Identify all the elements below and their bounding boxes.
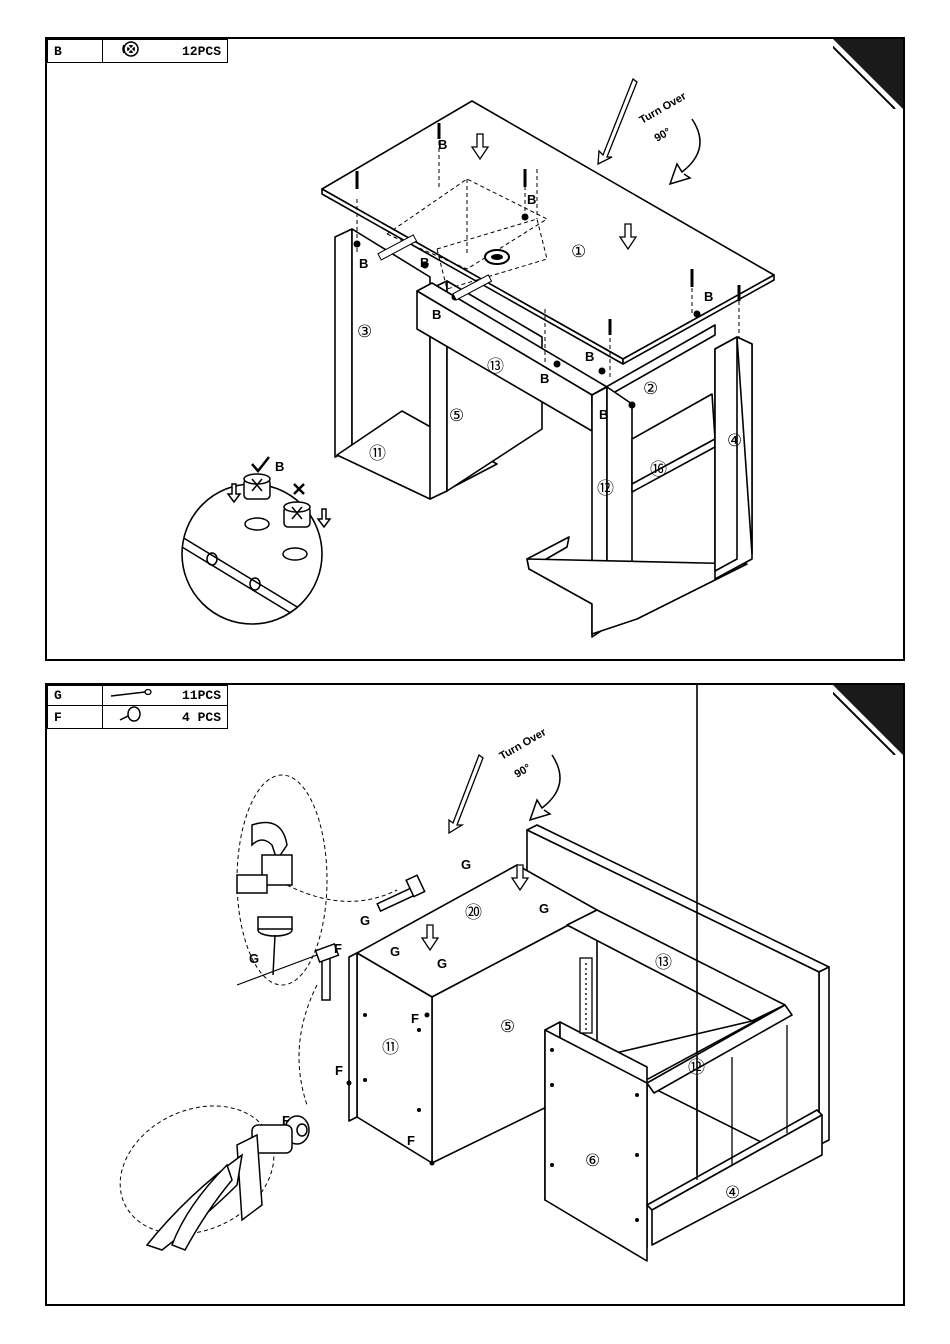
label-g: G xyxy=(360,913,370,928)
part-number-1: ① xyxy=(571,242,586,262)
turn-over-label: Turn Over xyxy=(638,90,689,127)
label-g: G xyxy=(539,901,549,916)
part-number-5: ⑤ xyxy=(449,406,464,426)
label-g: G xyxy=(390,944,400,959)
turn-angle-label: 90° xyxy=(653,126,673,145)
assembly-step-1: B 12PCS xyxy=(45,37,905,661)
part-number-12: ⑫ xyxy=(688,1058,705,1078)
incorrect-cross-icon xyxy=(294,484,304,494)
label-f: F xyxy=(282,1113,290,1128)
label-g: G xyxy=(437,956,447,971)
step-2-drawing: Turn Over 90° xyxy=(47,685,903,1304)
part-number-2: ② xyxy=(643,379,658,399)
cam-lock-detail: B xyxy=(177,457,330,629)
label-b: B xyxy=(527,192,536,207)
label-b: B xyxy=(438,137,447,152)
label-b: B xyxy=(432,307,441,322)
part-number-6: ⑥ xyxy=(585,1151,600,1171)
assembly-step-2: G 11PCS F 4 PCS xyxy=(45,683,905,1306)
part-number-20: ⑳ xyxy=(465,903,482,923)
rotate-arrow-icon xyxy=(530,755,560,820)
rotate-arrow-icon xyxy=(670,119,700,184)
part-number-13: ⑬ xyxy=(655,953,672,973)
label-b: B xyxy=(540,371,549,386)
part-number-3: ③ xyxy=(357,322,372,342)
part-number-16: ⑯ xyxy=(650,460,667,480)
label-f: F xyxy=(407,1133,415,1148)
part-number-11: ⑪ xyxy=(369,444,386,464)
correct-check-icon xyxy=(252,457,269,471)
label-g: G xyxy=(249,951,259,966)
label-f: F xyxy=(411,1011,419,1026)
label-f: F xyxy=(334,941,342,956)
part-number-13: ⑬ xyxy=(487,357,504,377)
label-b: B xyxy=(420,255,429,270)
label-b: B xyxy=(585,349,594,364)
label-f: F xyxy=(335,1063,343,1078)
label-b: B xyxy=(275,459,284,474)
label-b: B xyxy=(704,289,713,304)
turn-over-label: Turn Over xyxy=(498,726,549,763)
label-b: B xyxy=(359,256,368,271)
label-b: B xyxy=(599,407,608,422)
turn-angle-label: 90° xyxy=(513,762,533,781)
part-number-11: ⑪ xyxy=(382,1038,399,1058)
part-number-5: ⑤ xyxy=(500,1017,515,1037)
step-1-drawing: Turn Over 90° B B B B B B B B B ① ② ③ ④ … xyxy=(47,39,903,659)
part-number-4: ④ xyxy=(725,1183,740,1203)
part-number-12: ⑫ xyxy=(597,479,614,499)
label-g: G xyxy=(461,857,471,872)
part-number-4: ④ xyxy=(727,431,742,451)
